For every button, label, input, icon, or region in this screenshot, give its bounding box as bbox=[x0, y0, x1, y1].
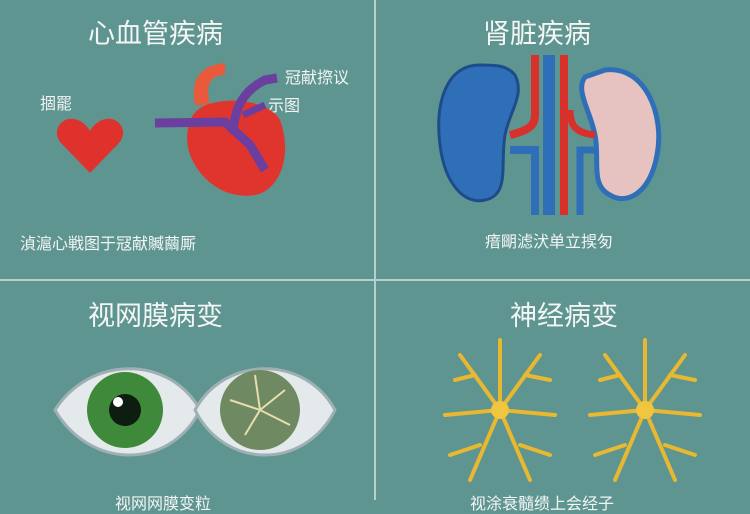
panel-title-neuropathy: 神经病变 bbox=[510, 301, 618, 332]
panel-caption-retinopathy: 视网网膜变粒 bbox=[115, 494, 212, 513]
coronary-label: 冠献摖议 bbox=[285, 68, 350, 87]
horizontal-divider bbox=[0, 279, 750, 281]
panel-title-cardiovascular: 心血管疾病 bbox=[88, 19, 223, 50]
anatomical-heart-icon bbox=[155, 63, 286, 196]
diagram-label: 示图 bbox=[268, 96, 301, 115]
panel-title-retinopathy: 视网膜病变 bbox=[88, 301, 223, 332]
panel-caption-cardiovascular: 湞滬心戦图于冦献贓繭厮 bbox=[20, 234, 197, 253]
panel-caption-kidney: 瘖朙滤汱单立捑匇 bbox=[485, 232, 614, 251]
eyes-icon bbox=[53, 367, 337, 457]
kidney-icon bbox=[437, 55, 662, 215]
heart-label: 㧽罷 bbox=[40, 94, 73, 113]
panel-title-kidney: 肾脏疾病 bbox=[483, 19, 591, 50]
vertical-divider bbox=[374, 0, 376, 500]
heart-icon bbox=[56, 118, 124, 173]
panel-caption-neuropathy: 视涂衰髓缋上会经子 bbox=[470, 494, 615, 513]
nerve-cells-icon bbox=[443, 338, 702, 482]
